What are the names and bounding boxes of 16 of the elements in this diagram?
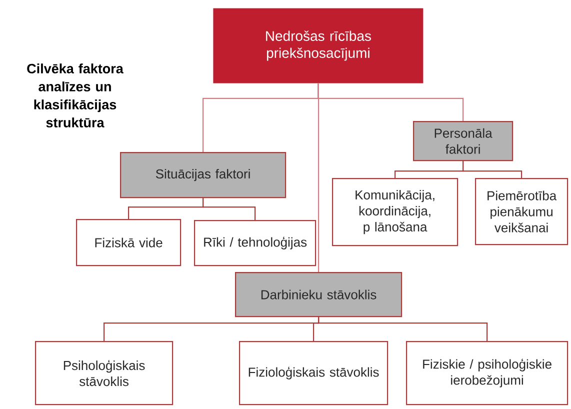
- connector-line: [202, 198, 256, 220]
- factor-box: Fizioloģiskais stāvoklis: [239, 341, 388, 406]
- factor-box: Fiziskie / psiholoģiskie ierobežojumi: [406, 341, 568, 406]
- connector-line: [462, 161, 522, 178]
- diagram-title: Cilvēka faktora analīzes un klasifikācijas struktūra: [27, 64, 124, 128]
- connector-line: [318, 317, 488, 341]
- category-box: Darbinieku stāvoklis: [235, 272, 402, 318]
- heading-box: Nedrošas rīcības priekšnosacījumi: [213, 8, 424, 84]
- factor-box: Komunikācija, koordinācija, p lānošana: [332, 178, 458, 246]
- category-box: Personāla faktori: [413, 121, 514, 162]
- connector-line: [318, 83, 320, 272]
- factor-box: Psiholoģiskais stāvoklis: [35, 341, 174, 406]
- category-box: Situācijas faktori: [120, 152, 286, 198]
- factor-box: Rīki / tehnoloģijas: [194, 220, 316, 266]
- factor-box: Fiziskā vide: [76, 219, 182, 266]
- factor-box: Piemērotība pienākumu veikšanai: [475, 178, 568, 246]
